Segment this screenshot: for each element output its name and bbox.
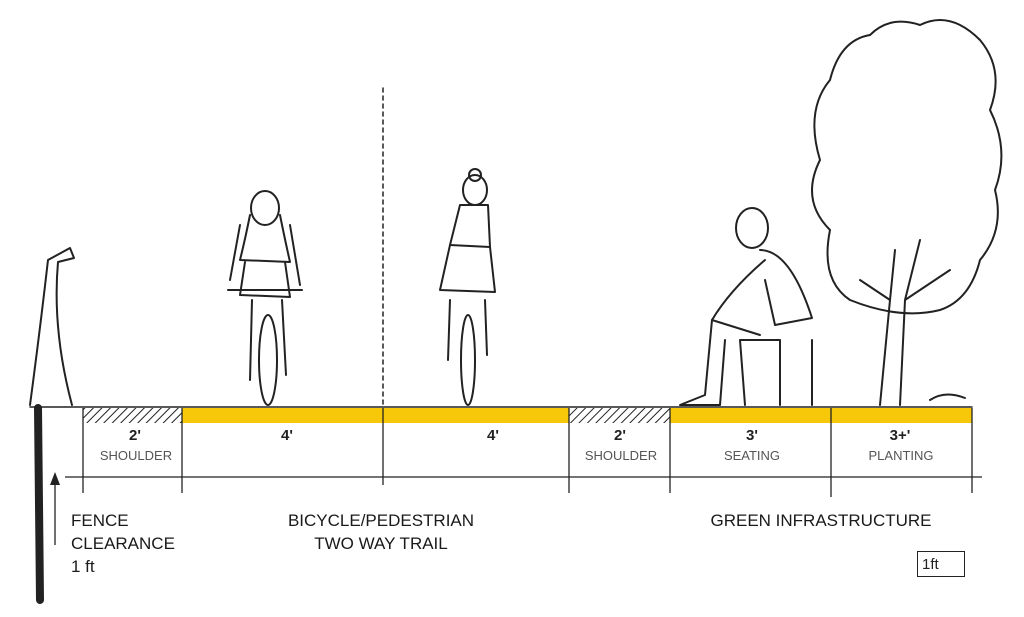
label-planting: PLANTING (868, 448, 934, 463)
dim-trail-lane-1: 4' (281, 427, 293, 444)
trail-group-label: BICYCLE/PEDESTRIAN TWO WAY TRAIL (288, 509, 474, 555)
arrow-up-icon (50, 472, 60, 485)
trail-line-1: BICYCLE/PEDESTRIAN (287, 511, 475, 530)
dim-trail-lane-2: 4' (487, 427, 499, 444)
green-surface (670, 408, 972, 423)
shoulder-left-surface (83, 408, 182, 423)
shoulder-right-surface (569, 408, 670, 423)
dim-seating: 3' (746, 427, 758, 444)
label-shoulder-right: SHOULDER (584, 448, 658, 463)
fence-post-icon (29, 247, 75, 604)
fence-line-2: CLEARANCE (71, 534, 175, 553)
cyclist-front-icon (227, 190, 303, 406)
green-group-label: GREEN INFRASTRUCTURE (710, 509, 931, 532)
dim-shoulder-left: 2' (129, 427, 141, 444)
seated-person-icon (679, 207, 813, 406)
trail-line-2: TWO WAY TRAIL (314, 534, 448, 553)
scale-box: 1ft (917, 551, 965, 577)
dim-planting: 3+' (889, 427, 911, 444)
tree-icon (811, 19, 1003, 406)
cyclist-back-icon (439, 168, 496, 406)
green-line-1: GREEN INFRASTRUCTURE (710, 511, 932, 530)
label-seating: SEATING (723, 448, 781, 463)
fence-clearance-label: FENCE CLEARANCE 1 ft (71, 509, 175, 578)
dimension-lines (54, 408, 982, 545)
fence-line-3: 1 ft (71, 557, 95, 576)
fence-line-1: FENCE (71, 511, 129, 530)
dim-shoulder-right: 2' (614, 427, 626, 444)
trail-surface (182, 408, 569, 423)
label-shoulder-left: SHOULDER (99, 448, 173, 463)
